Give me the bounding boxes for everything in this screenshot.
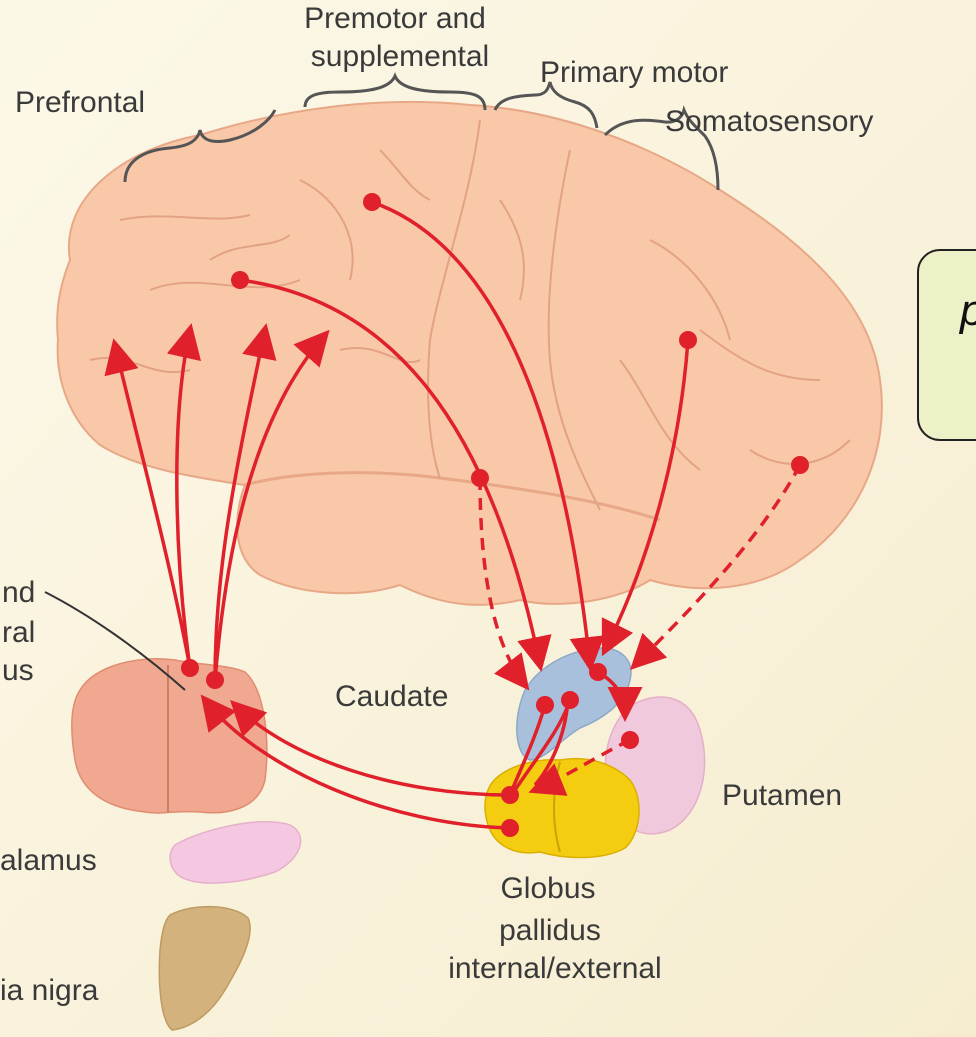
premotor-label-line1: Premotor and (304, 2, 486, 35)
somatosensory-label: Somatosensory (665, 105, 873, 138)
thalamus-structure (72, 659, 267, 813)
globus-pallidus-structure (485, 759, 639, 858)
globus-label-line3: internal/external (448, 952, 661, 985)
premotor-label-line2: supplemental (311, 40, 489, 73)
thalamus-nucleus-label-line2: ral (2, 616, 35, 649)
neuron-dot (791, 456, 809, 474)
neuron-dot (471, 469, 489, 487)
primary-motor-label: Primary motor (540, 56, 728, 89)
neuron-dot (589, 663, 607, 681)
neuron-dot (206, 671, 224, 689)
callout-box: p (918, 250, 976, 440)
neuron-dot (501, 819, 519, 837)
neuron-dot (181, 659, 199, 677)
putamen-label: Putamen (722, 779, 842, 812)
substantia-nigra-label: ia nigra (0, 974, 99, 1007)
neuron-dot (231, 271, 249, 289)
neuron-dot (679, 331, 697, 349)
thalamus-nucleus-label-line1: nd (2, 576, 35, 609)
prefrontal-label: Prefrontal (15, 86, 145, 119)
caudate-label: Caudate (335, 680, 448, 713)
neuron-dot (536, 696, 554, 714)
neuron-dot (561, 691, 579, 709)
thalamus-nucleus-label-line3: us (2, 654, 34, 687)
globus-label-line1: Globus (500, 872, 595, 905)
neuron-dot (363, 193, 381, 211)
globus-label-line2: pallidus (499, 914, 601, 947)
callout-text: p (958, 286, 976, 335)
neuron-dot (621, 731, 639, 749)
neuron-dot (501, 786, 519, 804)
subthalamus-label: alamus (0, 844, 97, 877)
